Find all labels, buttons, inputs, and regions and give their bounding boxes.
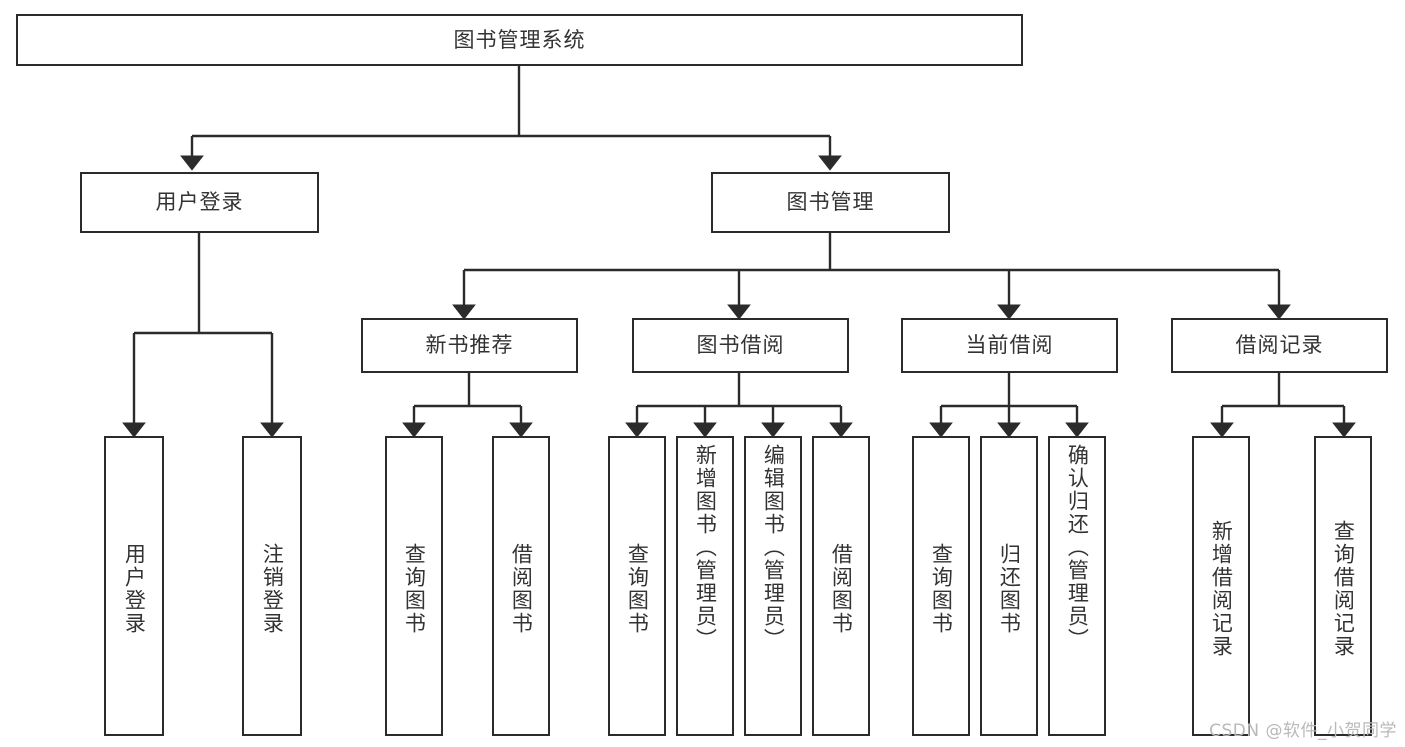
leaf-current-borrow-confirm-return[interactable]: 确认归还（管理员） [1048,436,1106,736]
leaf-book-borrow-add[interactable]: 新增图书（管理员） [676,436,734,736]
leaf-current-borrow-return[interactable]: 归还图书 [980,436,1038,736]
node-root-system[interactable]: 图书管理系统 [16,14,1023,66]
leaf-book-borrow-query[interactable]: 查询图书 [608,436,666,736]
leaf-new-book-query[interactable]: 查询图书 [385,436,443,736]
leaf-book-borrow-borrow[interactable]: 借阅图书 [812,436,870,736]
watermark-text: CSDN @软件_小贺同学 [1209,721,1397,741]
node-book-management[interactable]: 图书管理 [711,172,950,233]
leaf-borrow-record-query[interactable]: 查询借阅记录 [1314,436,1372,736]
node-current-borrow[interactable]: 当前借阅 [901,318,1118,373]
leaf-user-login-logout[interactable]: 注销登录 [242,436,302,736]
leaf-new-book-borrow[interactable]: 借阅图书 [492,436,550,736]
leaf-borrow-record-add[interactable]: 新增借阅记录 [1192,436,1250,736]
leaf-user-login-login[interactable]: 用户登录 [104,436,164,736]
node-new-book-recommend[interactable]: 新书推荐 [361,318,578,373]
node-book-borrow[interactable]: 图书借阅 [632,318,849,373]
node-user-login[interactable]: 用户登录 [80,172,319,233]
leaf-current-borrow-query[interactable]: 查询图书 [912,436,970,736]
leaf-book-borrow-edit[interactable]: 编辑图书（管理员） [744,436,802,736]
node-borrow-record[interactable]: 借阅记录 [1171,318,1388,373]
